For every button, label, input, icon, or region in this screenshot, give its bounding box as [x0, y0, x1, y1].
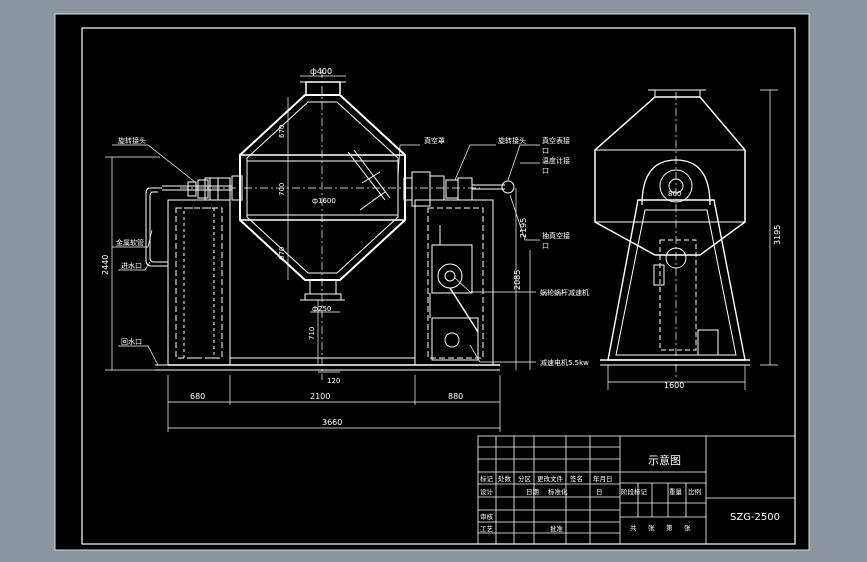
label-kou-3: 口 — [542, 242, 549, 250]
dim-phi250: ф250 — [312, 305, 331, 313]
label-thermometer-joint: 温度计接 — [542, 156, 570, 165]
tb-header-3: 更改文件 — [537, 474, 564, 483]
label-metal-hose: 金属软管 — [116, 238, 144, 247]
label-vacuum-pump-joint: 抽真空接 — [542, 231, 570, 240]
label-rotary-joint-right: 旋转接头 — [498, 136, 526, 145]
tb-sheets-2: 第 — [666, 523, 673, 532]
label-water-inlet: 进水口 — [121, 261, 142, 270]
tb-weight: 重量 — [669, 488, 683, 496]
label-vacuum-gauge-joint: 真空表接 — [542, 136, 570, 145]
left-frame — [145, 175, 243, 371]
dim-670-upper: 670 — [278, 125, 286, 138]
vessel-outline — [180, 70, 480, 380]
dim-710: 710 — [308, 327, 316, 340]
tb-header-1: 处数 — [498, 474, 512, 483]
tb-sheets-3: 张 — [684, 523, 691, 532]
tb-design: 设计 — [480, 487, 494, 496]
tb-design-std: 标准化 — [548, 487, 568, 496]
label-vacuum-filter: 真空罩 — [424, 136, 445, 145]
drawing-title: 示意图 — [648, 453, 681, 467]
drawing-model: SZG-2500 — [730, 512, 780, 523]
dim-680: 680 — [190, 392, 205, 401]
side-dim-3195: 3195 — [773, 225, 782, 245]
dim-120: 120 — [327, 377, 340, 385]
side-view — [594, 89, 778, 390]
tb-approve: 批准 — [550, 524, 564, 533]
label-worm-reducer: 蜗轮蜗杆减速机 — [540, 288, 589, 297]
tb-header-5: 年月日 — [593, 474, 613, 483]
label-kou-1: 口 — [542, 147, 549, 155]
label-gear-motor: 减速电机5.5kw — [540, 358, 589, 367]
tb-check: 审核 — [480, 512, 494, 521]
tb-header-0: 标记 — [480, 474, 494, 483]
tb-craft: 工艺 — [480, 525, 494, 533]
label-kou-2: 口 — [542, 167, 549, 175]
dim-phi1600: ф1600 — [312, 197, 336, 205]
side-dim-800: 800 — [668, 190, 681, 198]
tb-stage-mark: 阶段标记 — [621, 487, 648, 496]
dim-2085: 2085 — [513, 270, 522, 290]
label-water-outlet: 回水口 — [121, 337, 142, 346]
tb-scale: 比例 — [688, 487, 701, 496]
dimensions-front — [105, 75, 531, 432]
tb-sheets-1: 张 — [648, 523, 655, 532]
label-rotary-joint-left: 旋转接头 — [118, 136, 146, 145]
dim-2100: 2100 — [310, 392, 330, 401]
tb-design-date: 日期 — [526, 488, 540, 496]
dim-2440: 2440 — [101, 255, 110, 275]
dim-670-lower: 670 — [278, 247, 286, 260]
dim-top-diameter: ф400 — [310, 67, 332, 76]
dim-3660: 3660 — [322, 418, 342, 427]
tb-sheets-0: 共 — [630, 523, 637, 532]
tb-design-day: 日 — [596, 488, 603, 496]
right-frame — [403, 171, 515, 366]
side-dim-1600: 1600 — [664, 381, 684, 390]
drawing-border — [81, 27, 796, 545]
dim-2195: 2195 — [519, 218, 528, 238]
leaders — [112, 144, 540, 366]
tb-header-4: 签名 — [570, 474, 583, 483]
dim-880: 880 — [448, 392, 463, 401]
dim-700: 700 — [278, 183, 286, 196]
tb-header-2: 分区 — [518, 474, 532, 483]
title-block — [477, 435, 796, 545]
